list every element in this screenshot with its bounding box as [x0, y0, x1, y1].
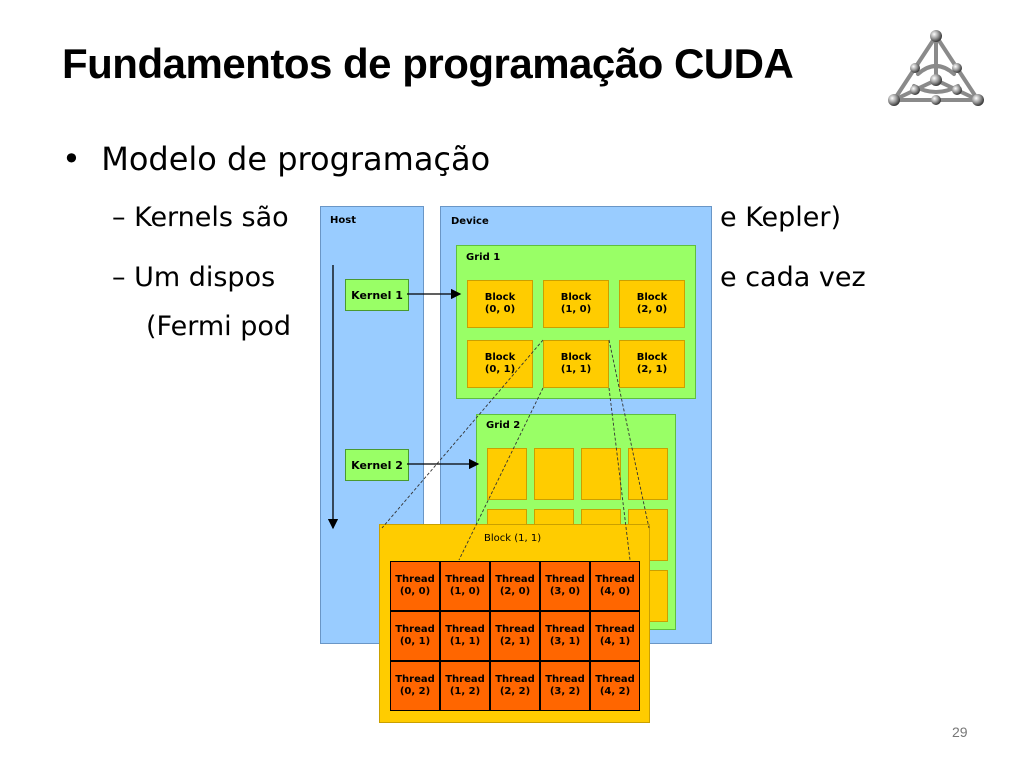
device-label: Device	[451, 216, 489, 227]
thread-cell: Thread(3, 2)	[540, 661, 590, 711]
grid-1-panel: Grid 1	[456, 245, 696, 399]
grid-2-block	[581, 509, 621, 561]
sub-bullet-continuation: (Fermi pod	[146, 311, 292, 342]
host-panel: Host	[320, 206, 424, 644]
thread-cell: Thread(1, 1)	[440, 611, 490, 661]
thread-cell: Thread(1, 0)	[440, 561, 490, 611]
grid-2-block	[628, 509, 668, 561]
bullet-item: • Modelo de programação	[62, 140, 490, 178]
thread-cell: Thread(2, 0)	[490, 561, 540, 611]
grid-2-label: Grid 2	[486, 420, 521, 431]
thread-cell: Thread(4, 0)	[590, 561, 640, 611]
grid-1-block: Block(0, 0)	[467, 280, 533, 328]
grid-1-block: Block(2, 0)	[619, 280, 685, 328]
sub-bullet-text-end: e cada vez	[720, 262, 866, 293]
grid-2-block	[628, 570, 668, 622]
thread-cell: Thread(0, 0)	[390, 561, 440, 611]
grid-2-block	[581, 448, 621, 500]
bullet-text: Modelo de programação	[101, 140, 491, 178]
grid-1-label: Grid 1	[466, 252, 501, 263]
device-panel: Device	[440, 206, 712, 644]
grid-1-block: Block(1, 1)	[543, 340, 609, 388]
grid-1-block: Block(1, 0)	[543, 280, 609, 328]
grid-2-block	[534, 448, 574, 500]
zoom-line	[608, 387, 631, 561]
bullet-dot: •	[62, 140, 81, 178]
grid-1-block: Block(0, 1)	[467, 340, 533, 388]
thread-cell: Thread(2, 2)	[490, 661, 540, 711]
zoom-line	[381, 339, 544, 529]
page-number: 29	[952, 724, 968, 740]
tetrahedron-molecule-logo-icon	[888, 30, 984, 106]
thread-cell: Thread(0, 1)	[390, 611, 440, 661]
grid-2-panel: Grid 2	[476, 414, 676, 630]
thread-cell: Thread(4, 1)	[590, 611, 640, 661]
grid-2-block	[534, 509, 574, 561]
grid-2-block	[487, 509, 527, 561]
block-detail-label: Block (1, 1)	[484, 533, 542, 544]
thread-cell: Thread(1, 2)	[440, 661, 490, 711]
zoom-line	[608, 339, 650, 529]
sub-bullet-item: – Kernels são	[112, 202, 289, 233]
kernel-1-box: Kernel 1	[345, 279, 409, 311]
grid-2-block	[487, 448, 527, 500]
thread-cell: Thread(3, 1)	[540, 611, 590, 661]
thread-cell: Thread(0, 2)	[390, 661, 440, 711]
thread-cell: Thread(4, 2)	[590, 661, 640, 711]
host-label: Host	[330, 215, 356, 226]
slide-title: Fundamentos de programação CUDA	[62, 40, 794, 87]
thread-cell: Thread(3, 0)	[540, 561, 590, 611]
grid-1-block: Block(2, 1)	[619, 340, 685, 388]
block-detail-panel: Block (1, 1)	[379, 524, 650, 723]
zoom-line	[458, 387, 544, 561]
kernel-2-box: Kernel 2	[345, 449, 409, 481]
thread-cell: Thread(2, 1)	[490, 611, 540, 661]
sub-bullet-text-end: e Kepler)	[720, 202, 842, 233]
grid-2-block	[628, 448, 668, 500]
sub-bullet-item: – Um dispos	[112, 262, 276, 293]
